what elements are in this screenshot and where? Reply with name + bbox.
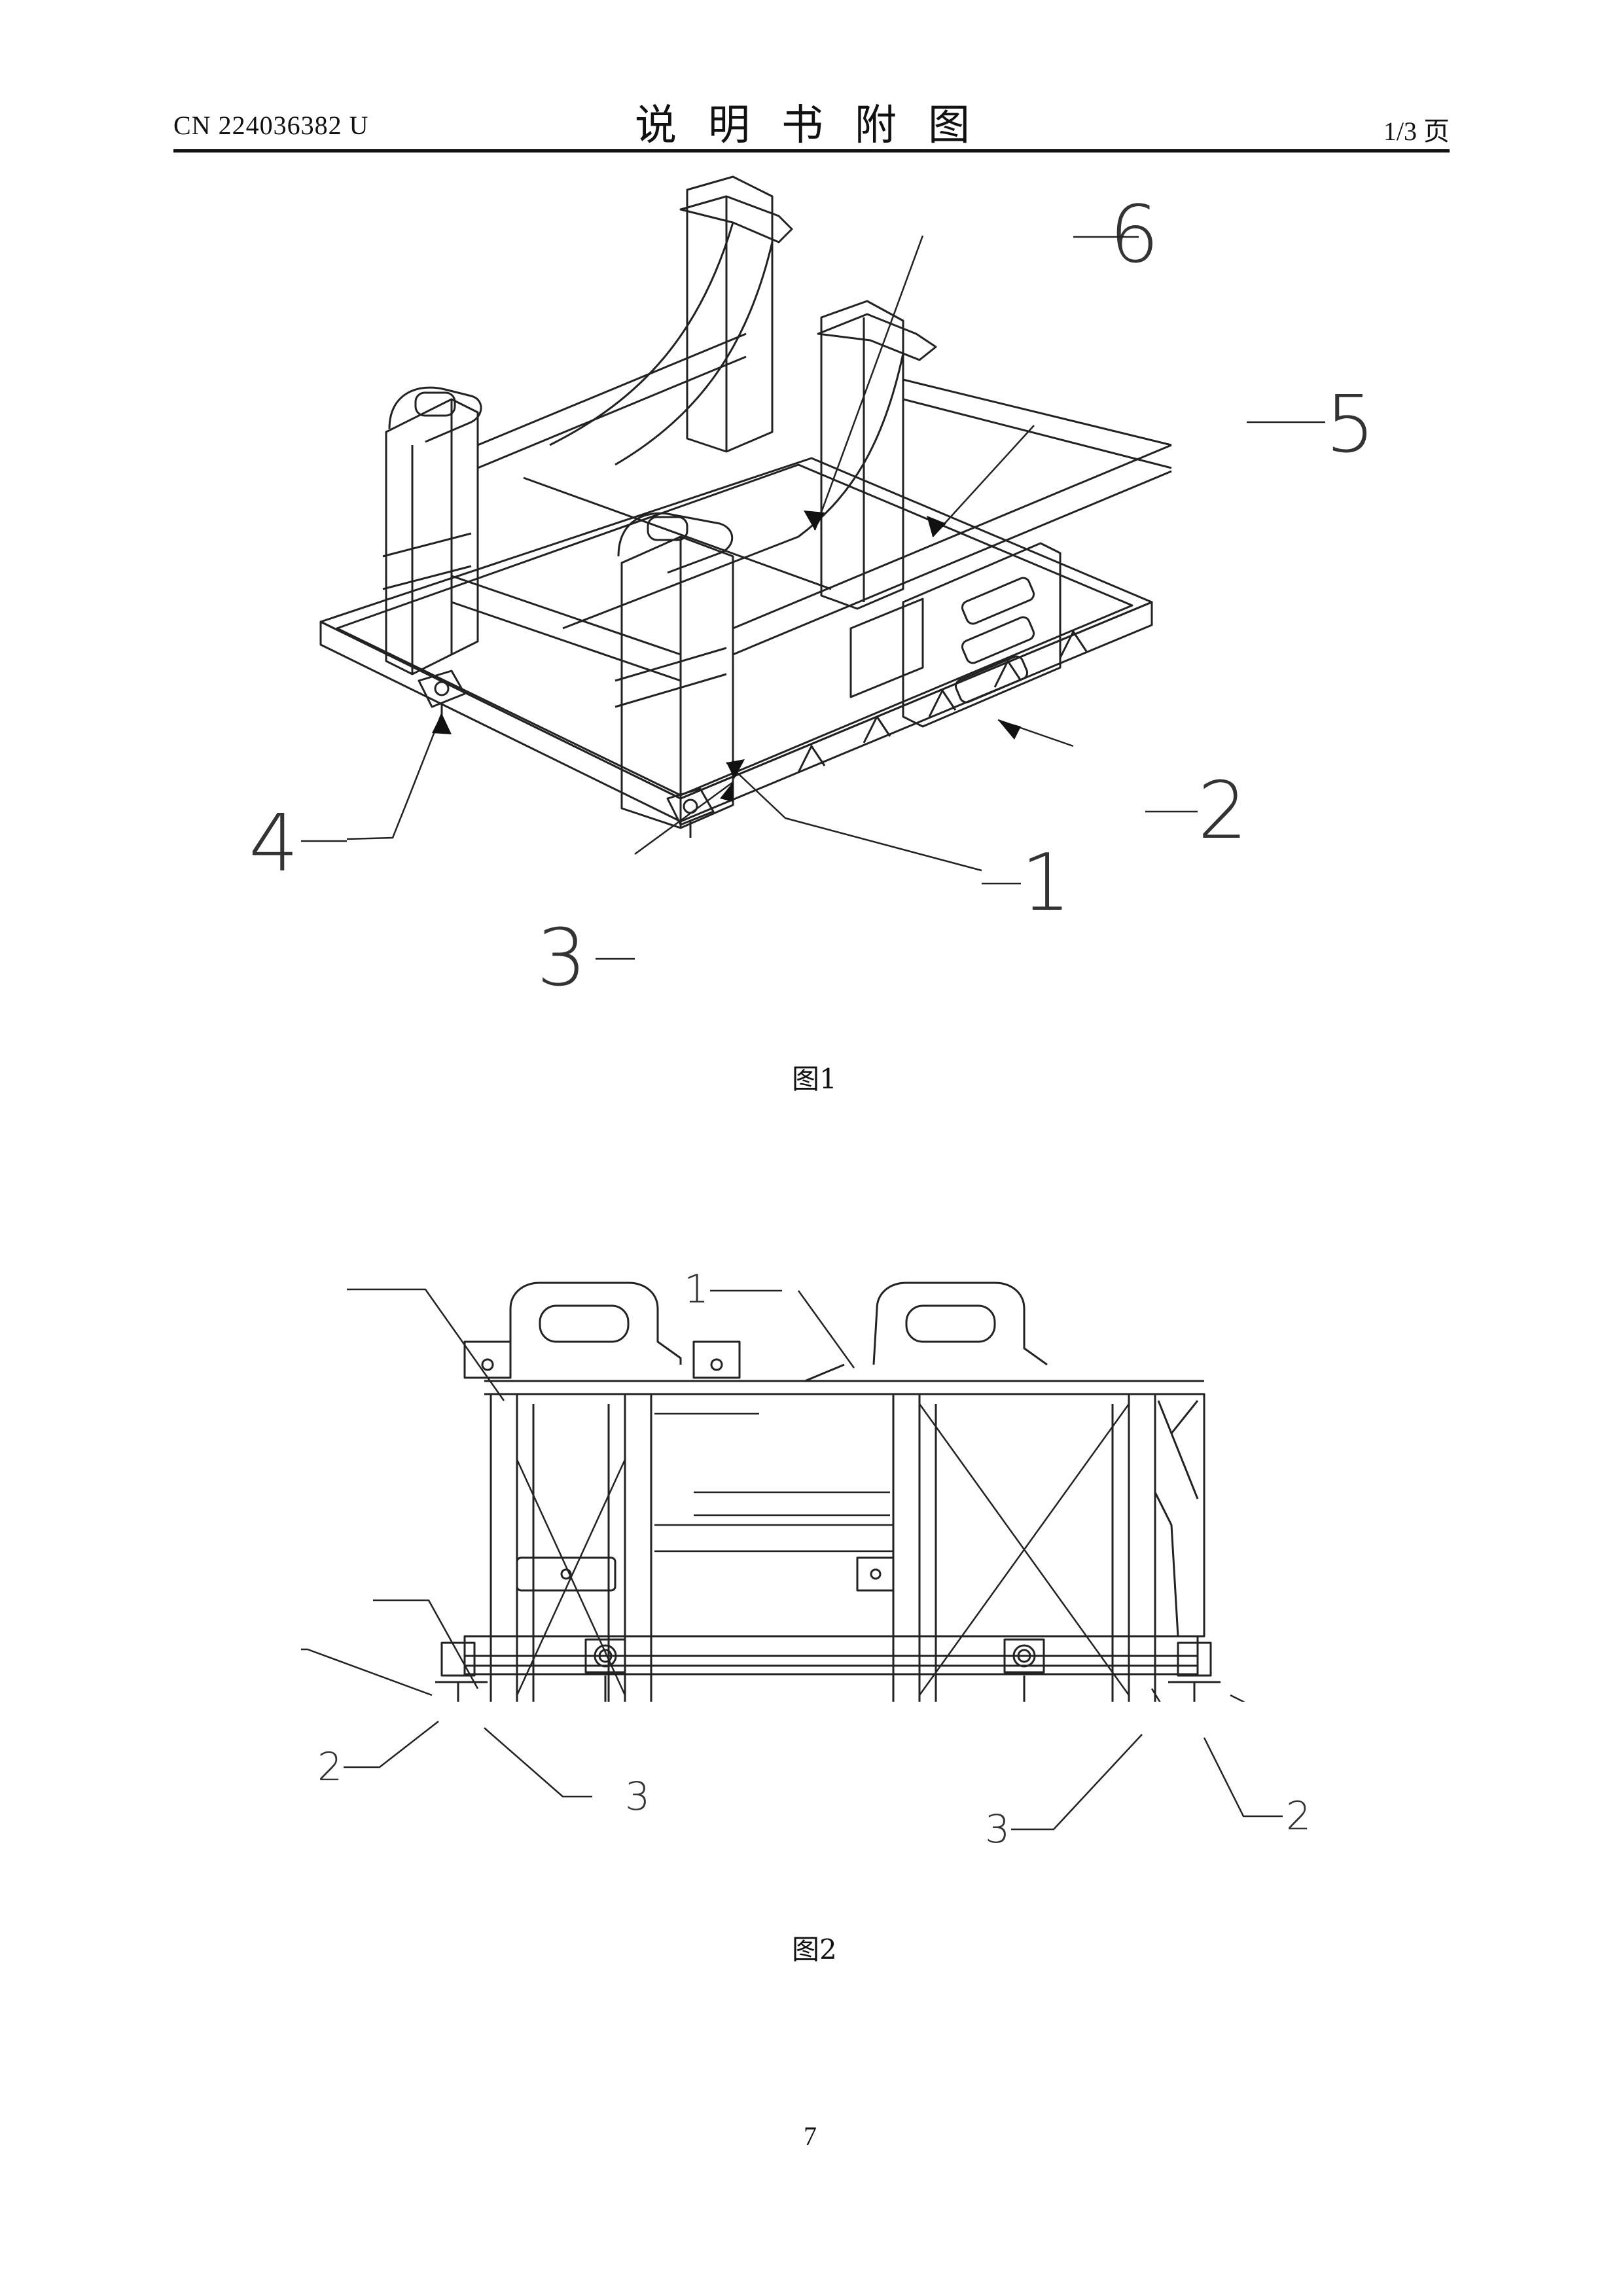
fig2-label-3-right: 3 xyxy=(985,1806,1010,1852)
fig1-label-5: 5 xyxy=(1325,380,1375,471)
fig2-label-1: 1 xyxy=(684,1266,709,1312)
fig2-label-leaders xyxy=(344,1291,1283,1829)
fig2-label-3-left: 3 xyxy=(625,1774,650,1820)
figure-2-caption: 图2 xyxy=(792,1928,837,1967)
fig2-label-2-right: 2 xyxy=(1286,1793,1311,1839)
fig1-label-2: 2 xyxy=(1198,766,1247,857)
figure-2-labels: 1 2 3 3 2 xyxy=(0,1113,1623,1898)
figure-1-labels: 6 5 2 1 4 3 xyxy=(0,0,1623,1047)
fig1-label-leaders xyxy=(301,237,1325,959)
fig1-label-4: 4 xyxy=(249,798,298,889)
figure-1-caption: 图1 xyxy=(792,1057,837,1097)
fig2-label-2-left: 2 xyxy=(317,1744,342,1790)
page-number: 7 xyxy=(804,2121,817,2151)
fig1-label-6: 6 xyxy=(1109,190,1159,281)
fig1-label-3: 3 xyxy=(537,913,586,1004)
fig1-label-1: 1 xyxy=(1021,838,1071,929)
